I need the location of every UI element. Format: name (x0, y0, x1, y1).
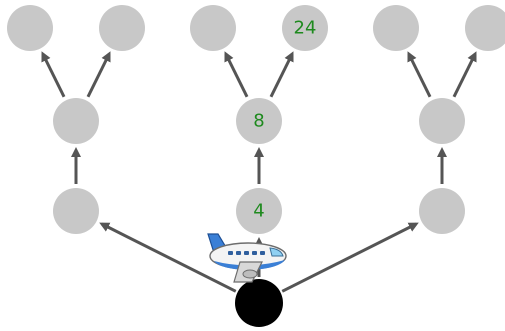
node-circle (419, 98, 465, 144)
start-node (235, 279, 283, 327)
tree-node[interactable] (373, 5, 419, 51)
tree-node[interactable]: 8 (236, 98, 282, 144)
node-circle (99, 5, 145, 51)
edge-arrow (99, 222, 237, 293)
node-circle (282, 5, 328, 51)
node-circle (53, 188, 99, 234)
nodes: 4 8 24 (7, 5, 505, 327)
edge-arrow (224, 51, 249, 98)
tree-node[interactable]: 4 (236, 188, 282, 234)
tree-node[interactable]: 24 (282, 5, 328, 51)
tree-node[interactable] (53, 98, 99, 144)
node-circle (235, 279, 283, 327)
edge-arrow (407, 51, 432, 98)
edge-arrow (281, 222, 419, 293)
node-value: 24 (294, 18, 317, 39)
edge-arrow (41, 51, 66, 98)
tree-node[interactable] (419, 98, 465, 144)
edge-arrow (452, 51, 477, 98)
node-circle (236, 98, 282, 144)
node-circle (465, 5, 505, 51)
node-circle (373, 5, 419, 51)
tree-node[interactable] (190, 5, 236, 51)
node-circle (419, 188, 465, 234)
airplane-icon (207, 233, 287, 283)
tree-node[interactable] (419, 188, 465, 234)
tree-node[interactable] (53, 188, 99, 234)
node-value: 4 (253, 201, 264, 222)
node-circle (7, 5, 53, 51)
node-value: 8 (253, 111, 264, 132)
node-circle (190, 5, 236, 51)
edges (41, 51, 477, 293)
node-circle (53, 98, 99, 144)
tree-node[interactable] (465, 5, 505, 51)
node-circle (236, 188, 282, 234)
tree-node[interactable] (99, 5, 145, 51)
edge-arrow (86, 51, 111, 98)
edge-arrow (269, 51, 294, 98)
tree-node[interactable] (7, 5, 53, 51)
